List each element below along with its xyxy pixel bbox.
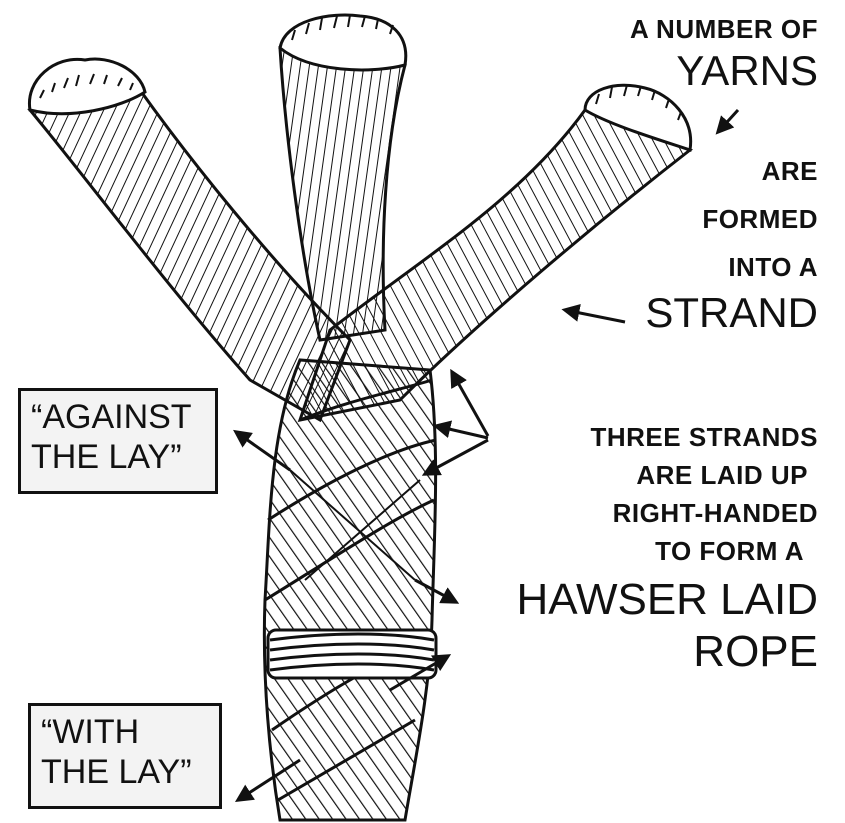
right-yarn-end: [583, 83, 693, 152]
middle-yarn-end: [278, 13, 408, 72]
whipping-band: [266, 628, 438, 680]
with-line2: THE LAY”: [41, 753, 192, 791]
label-formed: FORMED: [702, 204, 818, 234]
label-yarns: YARNS: [676, 47, 818, 94]
label-right-handed: RIGHT-HANDED: [612, 498, 818, 528]
against-line2: THE LAY”: [31, 438, 182, 476]
against-line1: “AGAINST: [31, 398, 192, 436]
label-number-of: A NUMBER OF: [630, 14, 818, 44]
label-are: ARE: [761, 156, 818, 186]
label-strand: STRAND: [645, 289, 818, 336]
label-rope: ROPE: [693, 627, 818, 676]
with-the-lay-box: “WITH THE LAY”: [28, 703, 222, 809]
annotation-arrows: [233, 108, 740, 802]
with-line1: “WITH: [41, 713, 140, 751]
label-into-a: INTO A: [728, 252, 818, 282]
left-yarn-end: [28, 57, 147, 116]
label-are-laid-up: ARE LAID UP: [636, 460, 808, 490]
against-the-lay-box: “AGAINST THE LAY”: [18, 388, 218, 494]
label-three-strands: THREE STRANDS: [590, 422, 818, 452]
twisted-rope: [262, 358, 438, 822]
label-hawser-laid: HAWSER LAID: [516, 575, 818, 624]
label-to-form-a: TO FORM A: [655, 536, 804, 566]
